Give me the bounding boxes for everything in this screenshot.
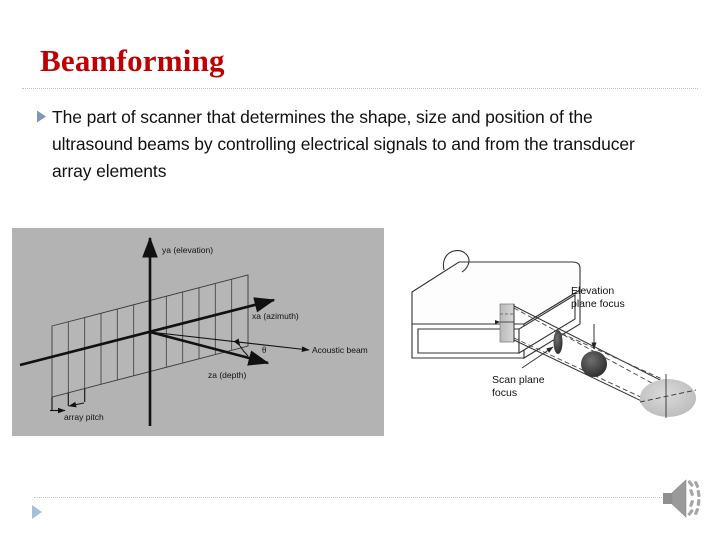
footer-divider	[34, 497, 674, 498]
label-theta: θ	[262, 345, 266, 355]
label-xa: xa (azimuth)	[252, 311, 299, 321]
scan-focus-callout: Scan plane focus	[492, 346, 554, 399]
scan-focus-label-line2: focus	[492, 387, 517, 399]
label-za: za (depth)	[208, 370, 246, 380]
label-ya: ya (elevation)	[162, 245, 213, 255]
elevation-focus-callout: Elevation plane focus	[571, 285, 625, 350]
speaker-waves	[687, 480, 701, 516]
body-bullet-item: The part of scanner that determines the …	[36, 104, 676, 185]
aperture-slit	[494, 303, 515, 343]
figure-transducer-beam: Elevation plane focus Scan plane focus	[404, 246, 712, 426]
axis-za	[149, 330, 270, 366]
elevation-plane-focus-marker	[581, 351, 607, 377]
elevation-focus-label-line1: Elevation	[571, 285, 614, 297]
acoustic-beam-ray	[149, 331, 310, 353]
transducer-cable	[442, 250, 470, 273]
array-elements	[67, 279, 233, 393]
triangle-bullet-icon	[31, 504, 47, 522]
speaker-icon[interactable]	[657, 472, 709, 524]
far-field-spot	[639, 374, 697, 418]
axis-xa	[19, 297, 276, 367]
transducer-housing	[411, 261, 581, 359]
elevation-focus-label-line2: plane focus	[571, 298, 625, 310]
scan-focus-label-line1: Scan plane	[492, 374, 545, 386]
label-array-pitch: array pitch	[64, 412, 104, 422]
title-divider	[22, 88, 698, 89]
body-text: The part of scanner that determines the …	[52, 107, 635, 181]
label-acoustic-beam: Acoustic beam	[312, 345, 368, 355]
triangle-bullet-icon	[36, 110, 52, 128]
scan-plane-focus-marker	[553, 330, 563, 354]
array-pitch-indicator	[50, 388, 86, 414]
beam-dashed-outline	[513, 307, 683, 401]
figure-coordinate-system: ya (elevation) xa (azimuth) za (depth) A…	[12, 228, 384, 436]
speaker-body	[663, 479, 687, 518]
theta-arc	[233, 338, 249, 357]
page-title: Beamforming	[40, 43, 225, 78]
